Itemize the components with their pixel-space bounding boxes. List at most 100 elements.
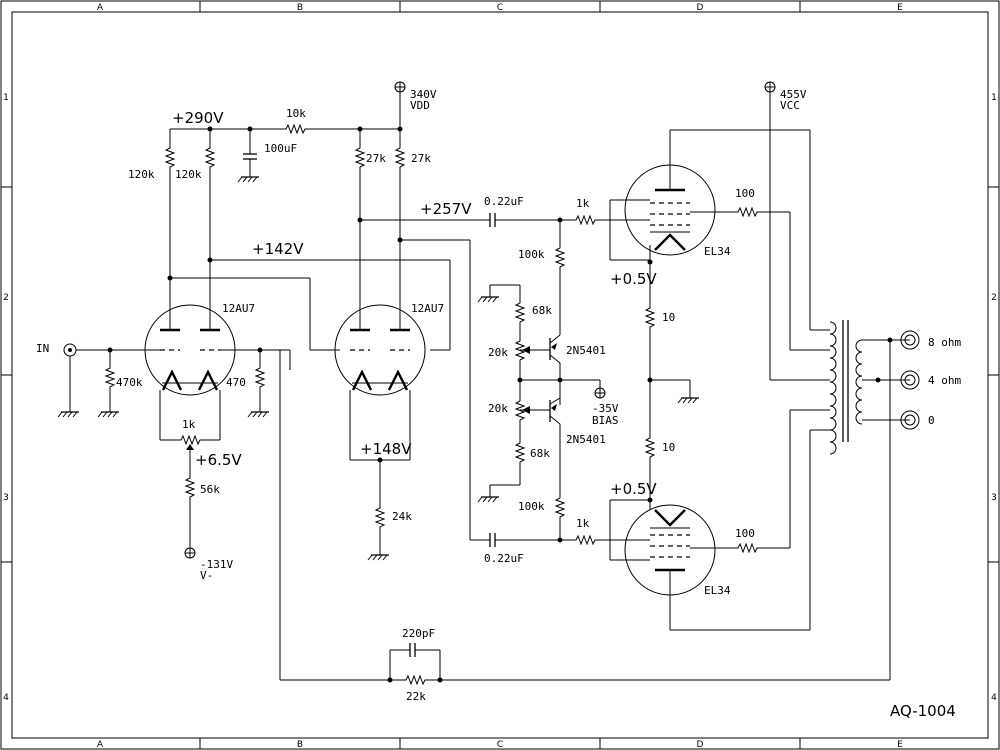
col-label-c-top: C: [497, 3, 503, 13]
label-r-56k: 56k: [200, 483, 220, 496]
col-label-d-top: D: [697, 3, 704, 13]
label-tube-v1: 12AU7: [222, 302, 255, 315]
col-label-b-bottom: B: [297, 740, 303, 750]
resistor-10-top: [645, 304, 655, 331]
vminus-supply-symbol: [184, 547, 196, 559]
label-tube-v3: EL34: [704, 245, 731, 258]
node-257v: +257V: [420, 200, 472, 218]
label-r-68k-top: 68k: [532, 304, 552, 317]
label-r-470: 470: [226, 376, 246, 389]
phase-splitter: [170, 170, 451, 561]
label-c-220pf: 220pF: [402, 627, 435, 640]
label-c-022-bottom: 0.22uF: [484, 552, 524, 565]
node-6-5v: +6.5V: [195, 451, 242, 469]
label-r-120k-b: 120k: [175, 168, 202, 181]
label-out-8ohm: 8 ohm: [928, 336, 961, 349]
label-r-100-bottom: 100: [735, 527, 755, 540]
label-r-10k: 10k: [286, 107, 306, 120]
label-tube-v4: EL34: [704, 584, 731, 597]
node-0-5v-bottom: +0.5V: [610, 480, 657, 498]
resistor-10k: [282, 124, 309, 134]
col-label-b-top: B: [297, 3, 303, 13]
row-label-2-right: 2: [991, 293, 997, 303]
label-r-27k-b: 27k: [411, 152, 431, 165]
col-label-a-bottom: A: [97, 740, 104, 750]
row-label-1-left: 1: [3, 93, 9, 103]
col-label-a-top: A: [97, 3, 104, 13]
vminus-name-label: V-: [200, 569, 213, 582]
terminal-0: [900, 410, 920, 430]
vdd-voltage-label: 340V: [410, 88, 437, 101]
bias-voltage-label: -35V: [592, 402, 619, 415]
resistor-100k-top: [555, 244, 565, 271]
label-q-bottom: 2N5401: [566, 433, 606, 446]
resistor-1k-grid-top: [572, 215, 599, 225]
col-label-c-bottom: C: [497, 740, 503, 750]
resistor-1k-grid-bottom: [572, 535, 599, 545]
resistor-24k: [375, 504, 385, 531]
col-label-e-top: E: [897, 3, 903, 13]
bias-network: [360, 213, 640, 547]
label-r-22k: 22k: [406, 690, 426, 703]
resistor-27k-a: [355, 144, 365, 171]
node-0-5v-top: +0.5V: [610, 270, 657, 288]
label-r-100k-bottom: 100k: [518, 500, 545, 513]
vcc-name-label: VCC: [780, 99, 800, 112]
resistor-68k-top: [515, 299, 525, 326]
label-r-24k: 24k: [392, 510, 412, 523]
resistor-100k-bottom: [555, 494, 565, 521]
vcc-supply-symbol: [764, 81, 776, 93]
label-pot-20k-top: 20k: [488, 346, 508, 359]
label-r-100k-top: 100k: [518, 248, 545, 261]
row-label-4-right: 4: [991, 693, 997, 703]
label-tube-v2: 12AU7: [411, 302, 444, 315]
label-input: IN: [36, 342, 49, 355]
label-r-120k-a: 120k: [128, 168, 155, 181]
input-stage: [57, 170, 291, 680]
label-r-68k-bottom: 68k: [530, 447, 550, 460]
row-label-3-right: 3: [991, 493, 997, 503]
terminal-8ohm: [900, 330, 920, 350]
label-r-1k-grid-top: 1k: [576, 197, 590, 210]
vcc-voltage-label: 455V: [780, 88, 807, 101]
output-transformer: [829, 320, 920, 680]
resistor-22k: [402, 675, 429, 685]
resistor-470k: [105, 364, 115, 391]
label-out-4ohm: 4 ohm: [928, 374, 961, 387]
label-q-top: 2N5401: [566, 344, 606, 357]
vminus-voltage-label: -131V: [200, 558, 233, 571]
bias-name-label: BIAS: [592, 414, 619, 427]
terminal-4ohm: [900, 370, 920, 390]
node-290v: +290V: [172, 109, 224, 127]
vdd-supply-symbol: [394, 81, 406, 93]
label-r-1k-tail: 1k: [182, 418, 196, 431]
vdd-name-label: VDD: [410, 99, 430, 112]
label-r-27k-a: 27k: [366, 152, 386, 165]
label-c-022-top: 0.22uF: [484, 195, 524, 208]
resistor-120k-b: [205, 144, 215, 171]
drawing-number: AQ-1004: [890, 702, 956, 720]
resistor-10-bottom: [645, 434, 655, 461]
resistor-68k-bottom: [515, 439, 525, 466]
row-label-1-right: 1: [991, 93, 997, 103]
labels: 340V VDD 455V VCC -131V V- -35V BIAS +29…: [36, 88, 961, 720]
frame-labels: A B C D E A B C D E 1 2 3 4 1 2 3 4: [3, 3, 997, 750]
row-label-4-left: 4: [3, 693, 9, 703]
bias-supply-symbol: [594, 387, 606, 399]
node-148v: +148V: [360, 440, 412, 458]
col-label-e-bottom: E: [897, 740, 903, 750]
row-label-3-left: 3: [3, 493, 9, 503]
resistor-100-bottom: [734, 543, 761, 553]
row-label-2-left: 2: [3, 293, 9, 303]
node-142v: +142V: [252, 240, 304, 258]
label-r-10-bottom: 10: [662, 441, 675, 454]
resistor-56k: [185, 474, 195, 501]
resistor-27k-b: [395, 144, 405, 171]
label-r-10-top: 10: [662, 311, 675, 324]
col-label-d-bottom: D: [697, 740, 704, 750]
label-c-100uf: 100uF: [264, 142, 297, 155]
label-r-100-top: 100: [735, 187, 755, 200]
label-r-1k-grid-bottom: 1k: [576, 517, 590, 530]
